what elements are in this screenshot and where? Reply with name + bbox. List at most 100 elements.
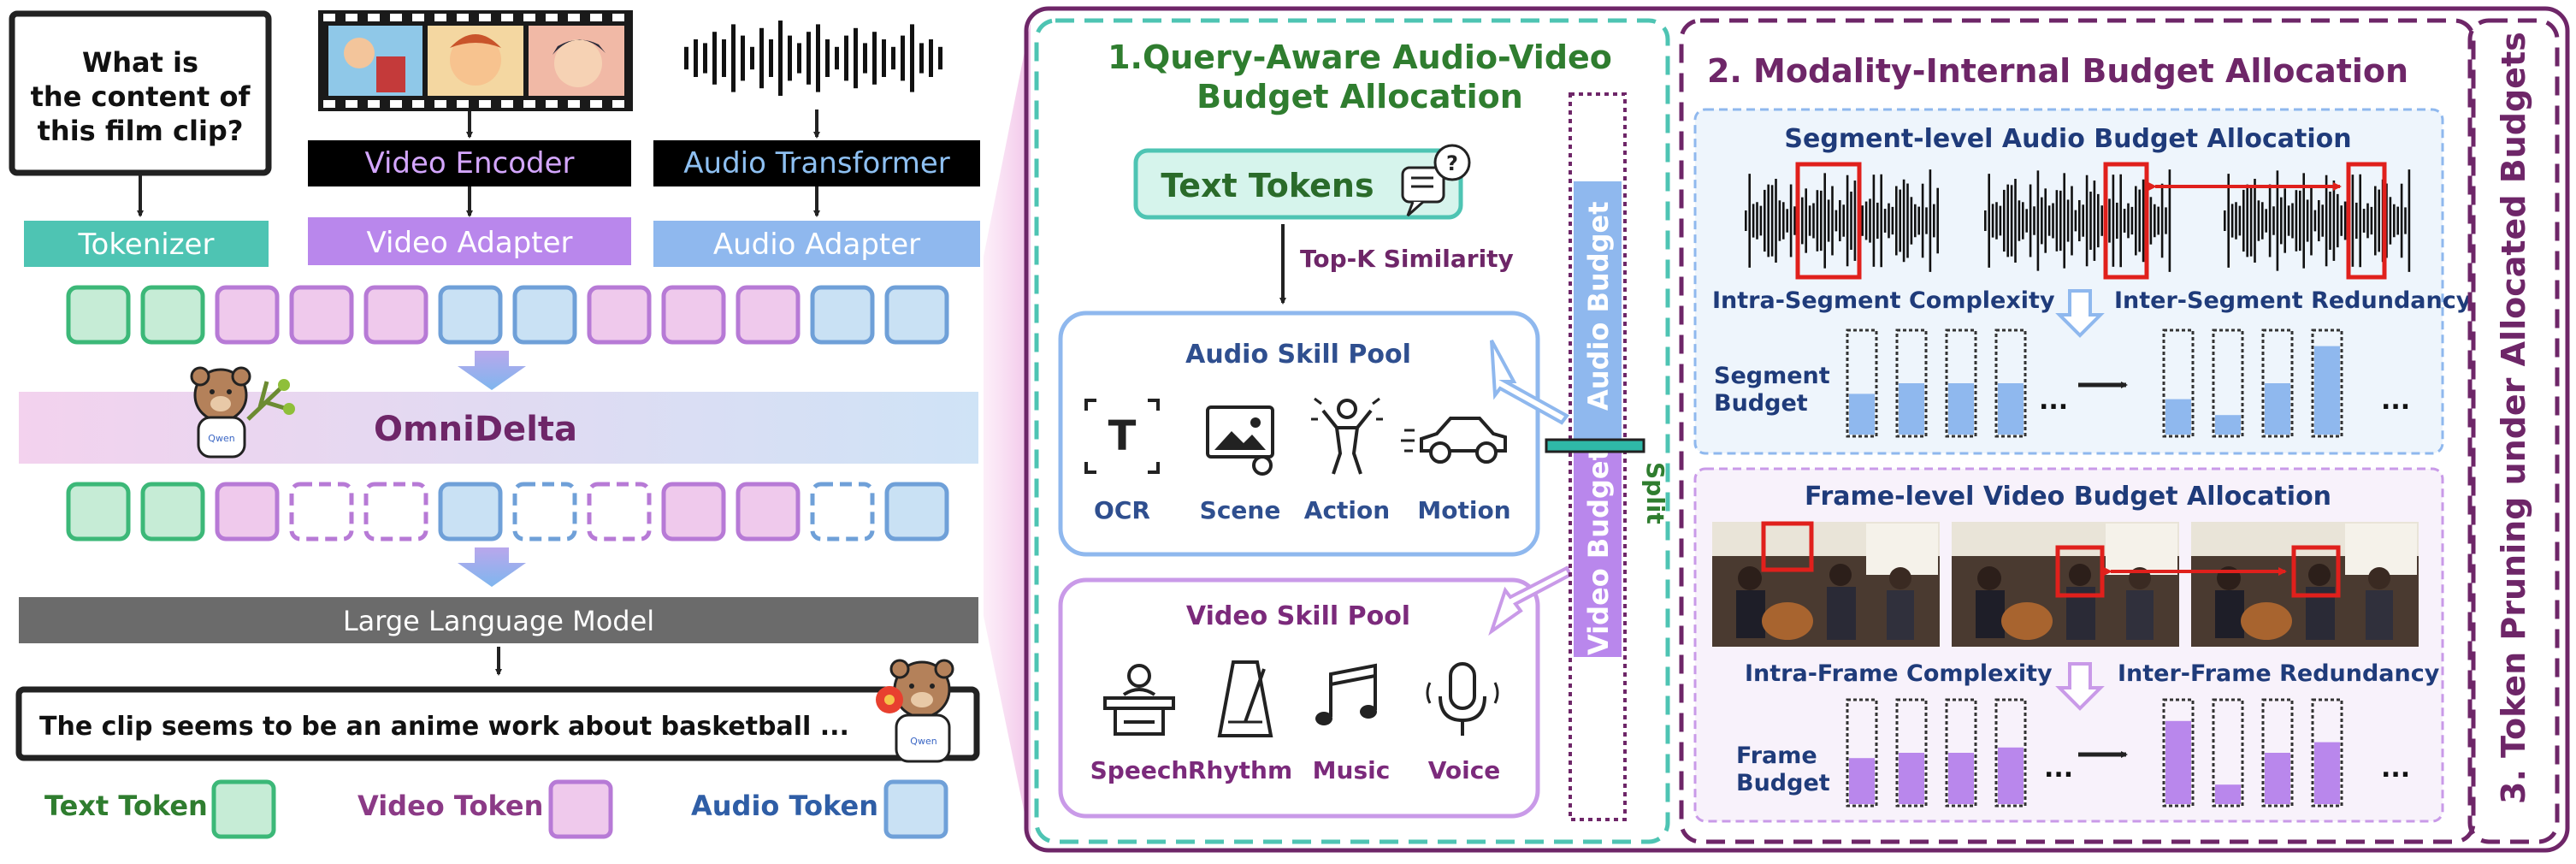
segment-wave-bar xyxy=(2142,179,2145,263)
segment-wave-bar xyxy=(1883,209,1887,233)
llm-label: Large Language Model xyxy=(343,605,654,637)
video-token xyxy=(215,285,280,345)
segment-wave-bar xyxy=(2265,209,2267,233)
segment-wave-bar xyxy=(1917,206,1920,235)
budget-fill xyxy=(2265,383,2290,435)
segment-wave-bar xyxy=(2138,189,2141,252)
film-hole xyxy=(501,14,513,21)
video-skill-pool-title: Video Skill Pool xyxy=(1186,601,1410,631)
segment-wave-bar xyxy=(2160,183,2164,258)
topk-label: Top-K Similarity xyxy=(1300,245,1514,273)
metronome-icon xyxy=(1217,660,1273,737)
segment-wave-bar xyxy=(1906,183,1909,258)
segment-wave-bar xyxy=(1801,197,1804,245)
frame-down-arrow xyxy=(2055,662,2105,711)
segment-wave-bar xyxy=(1805,188,1807,253)
segment-wave-bar xyxy=(1899,189,1901,252)
segment-wave-bar xyxy=(2116,202,2118,240)
inter-segment-label: Inter-Segment Redundancy xyxy=(2114,287,2472,314)
waveform-bar xyxy=(919,43,924,74)
answer-box xyxy=(15,686,980,761)
segment-wave-bar xyxy=(2249,185,2253,257)
audio-token-pruned xyxy=(512,482,577,541)
audio-token xyxy=(884,285,949,345)
legend-audio-token-label: Audio Token xyxy=(691,790,878,822)
frame-ellipsis-1: ... xyxy=(2044,754,2073,784)
waveform-bar xyxy=(806,32,811,85)
audio-token-pruned xyxy=(810,482,875,541)
segment-wave-bar xyxy=(1933,204,1935,238)
frame-highlight-3 xyxy=(2291,545,2341,598)
segment-wave-bar xyxy=(2299,190,2301,252)
frame-highlight-2 xyxy=(2055,545,2105,598)
text-tokens-box xyxy=(1133,148,1463,220)
film-hole xyxy=(457,100,469,108)
video-encoder-block xyxy=(308,140,631,186)
film-hole xyxy=(346,100,357,108)
segment-wave-bar xyxy=(2097,193,2100,248)
video-token xyxy=(363,285,428,345)
waveform-bar xyxy=(722,39,726,77)
segment-wave-bar xyxy=(1827,199,1830,242)
waveform-bar xyxy=(901,35,905,81)
segment-wave-bar xyxy=(1816,190,1819,252)
film-hole xyxy=(457,14,469,21)
segment-wave-bar xyxy=(2085,175,2089,267)
segment-wave-bar xyxy=(2135,186,2137,256)
legend-text-token-swatch xyxy=(211,779,276,839)
video-frame-window xyxy=(2345,524,2417,575)
waveform-bar xyxy=(872,32,877,85)
segment-wave-bar xyxy=(1745,210,1747,231)
split-marker xyxy=(1545,438,1645,453)
video-frame-person xyxy=(1887,590,1914,640)
segment-wave-bar xyxy=(1775,179,1777,263)
film-hole xyxy=(390,100,402,108)
video-token xyxy=(289,285,354,345)
film-hole xyxy=(590,100,602,108)
legend-text-token-label: Text Token xyxy=(44,790,208,822)
answer-text: The clip seems to be an anime work about… xyxy=(39,712,849,742)
segment-wave-bar xyxy=(2340,205,2343,236)
omnidelta-label: OmniDelta xyxy=(374,410,577,449)
video-frame-person xyxy=(2126,590,2154,640)
audio-token xyxy=(438,285,503,345)
text-token xyxy=(66,285,131,345)
segment-wave-bar xyxy=(1778,200,1781,241)
film-hole xyxy=(590,14,602,21)
segment-wave-bar xyxy=(1914,204,1917,238)
video-frame-person xyxy=(1976,590,2005,638)
budget-fill xyxy=(1849,758,1875,804)
segment-wave-bar xyxy=(1861,205,1864,236)
budget-slot xyxy=(2261,328,2294,438)
segment-wave-bar xyxy=(1808,205,1811,236)
text-token xyxy=(140,285,205,345)
segment-wave-bar xyxy=(1895,186,1898,256)
bear-badge-text: Qwen xyxy=(208,433,234,444)
segment-wave-bar xyxy=(2108,198,2111,243)
budget-slot xyxy=(2212,698,2244,808)
segment-wave-bar xyxy=(2261,202,2264,240)
video-frame-guitar xyxy=(2001,602,2053,640)
budget-fill xyxy=(1849,394,1875,435)
segment-wave-bar xyxy=(1756,202,1758,240)
segment-wave-bar xyxy=(2123,209,2126,233)
segment-wave-bar xyxy=(2378,189,2380,252)
budget-fill xyxy=(1899,753,1924,804)
segment-wave-bar xyxy=(1995,202,1998,240)
film-frame-2-face xyxy=(450,34,501,86)
segment-wave-bar xyxy=(2257,200,2260,241)
audio-skill-pool-title: Audio Skill Pool xyxy=(1185,340,1411,370)
segment-wave-bar xyxy=(2313,210,2317,232)
segment-wave-bar xyxy=(1823,173,1826,269)
segment-wave-bar xyxy=(1752,204,1755,238)
film-hole xyxy=(434,14,446,21)
film-hole xyxy=(546,14,558,21)
section2-title: 2. Modality-Internal Budget Allocation xyxy=(1707,52,2408,90)
segment-wave-bar xyxy=(2119,174,2122,268)
segment-wave-bar xyxy=(2374,186,2377,256)
waveform-bar xyxy=(684,46,688,70)
segment-budget-bars xyxy=(1846,328,2343,438)
waveform-bar xyxy=(844,35,848,81)
zoom-wedge xyxy=(984,21,1031,843)
segment-wave-bar xyxy=(1891,206,1894,235)
